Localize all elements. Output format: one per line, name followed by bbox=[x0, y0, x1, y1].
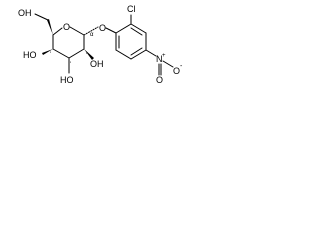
bond-ar-c5-c6 bbox=[115, 49, 132, 60]
aromatic-ring bbox=[115, 23, 147, 60]
bond-ar-c2-c3 bbox=[130, 23, 147, 34]
label-alpha-stereo: α bbox=[90, 32, 94, 38]
label-ring-oxygen: O bbox=[63, 22, 70, 32]
bond-ar-double-2 bbox=[130, 47, 143, 56]
bond-c3-c4 bbox=[52, 48, 70, 59]
label-nitro-n: N bbox=[156, 54, 163, 64]
sugar-ring bbox=[52, 26, 85, 59]
label-c2-hydroxyl: OH bbox=[90, 59, 104, 69]
label-nitro-oxygen-minus: - bbox=[180, 63, 183, 70]
bond-ar-c4-c5 bbox=[130, 49, 147, 60]
wedge-c5-c6 bbox=[47, 19, 53, 35]
label-hydroxymethyl-oh: OH bbox=[18, 8, 32, 18]
bond-c2-c3 bbox=[68, 48, 85, 59]
label-c3-stereo-marker: ' bbox=[70, 62, 71, 68]
molecule-svg: OH O α O HO ' HO ' OH ' Cl bbox=[18, 4, 183, 85]
label-c2-stereo-marker: ' bbox=[86, 53, 87, 59]
bond-n-o bbox=[162, 60, 174, 68]
wedge-c4-oh bbox=[42, 49, 53, 55]
label-chloro: Cl bbox=[127, 4, 136, 14]
bond-ar-n bbox=[145, 49, 157, 57]
wedge-c2-oh bbox=[84, 49, 94, 60]
chloro-substituent: Cl bbox=[127, 4, 136, 25]
label-c4-stereo-marker: ' bbox=[50, 52, 51, 58]
bond-c6-oh bbox=[34, 13, 49, 21]
hydroxymethyl-group: OH bbox=[18, 8, 53, 35]
bond-c5-ring-o bbox=[52, 27, 63, 36]
molecule-structure-diagram: OH O α O HO ' HO ' OH ' Cl bbox=[0, 0, 194, 93]
bond-c1-o-dashed bbox=[83, 26, 99, 36]
label-nitro-oxygen-2: O bbox=[156, 75, 163, 85]
label-glycosidic-oxygen: O bbox=[99, 23, 106, 33]
nitro-group: N + O - O bbox=[145, 49, 183, 85]
label-c4-hydroxyl: HO bbox=[23, 50, 37, 60]
glycosidic-linkage: α O bbox=[83, 23, 117, 38]
bond-o-aryl bbox=[105, 27, 117, 34]
bond-ar-double-1 bbox=[130, 27, 143, 36]
ring-hydroxyls: HO ' HO ' OH ' bbox=[23, 49, 104, 85]
bond-ring-o-c1 bbox=[69, 26, 85, 36]
label-c3-hydroxyl: HO bbox=[60, 75, 74, 85]
label-nitro-plus: + bbox=[162, 53, 166, 59]
label-nitro-oxygen: O bbox=[173, 66, 180, 76]
bond-ar-c1-c2 bbox=[115, 23, 132, 34]
